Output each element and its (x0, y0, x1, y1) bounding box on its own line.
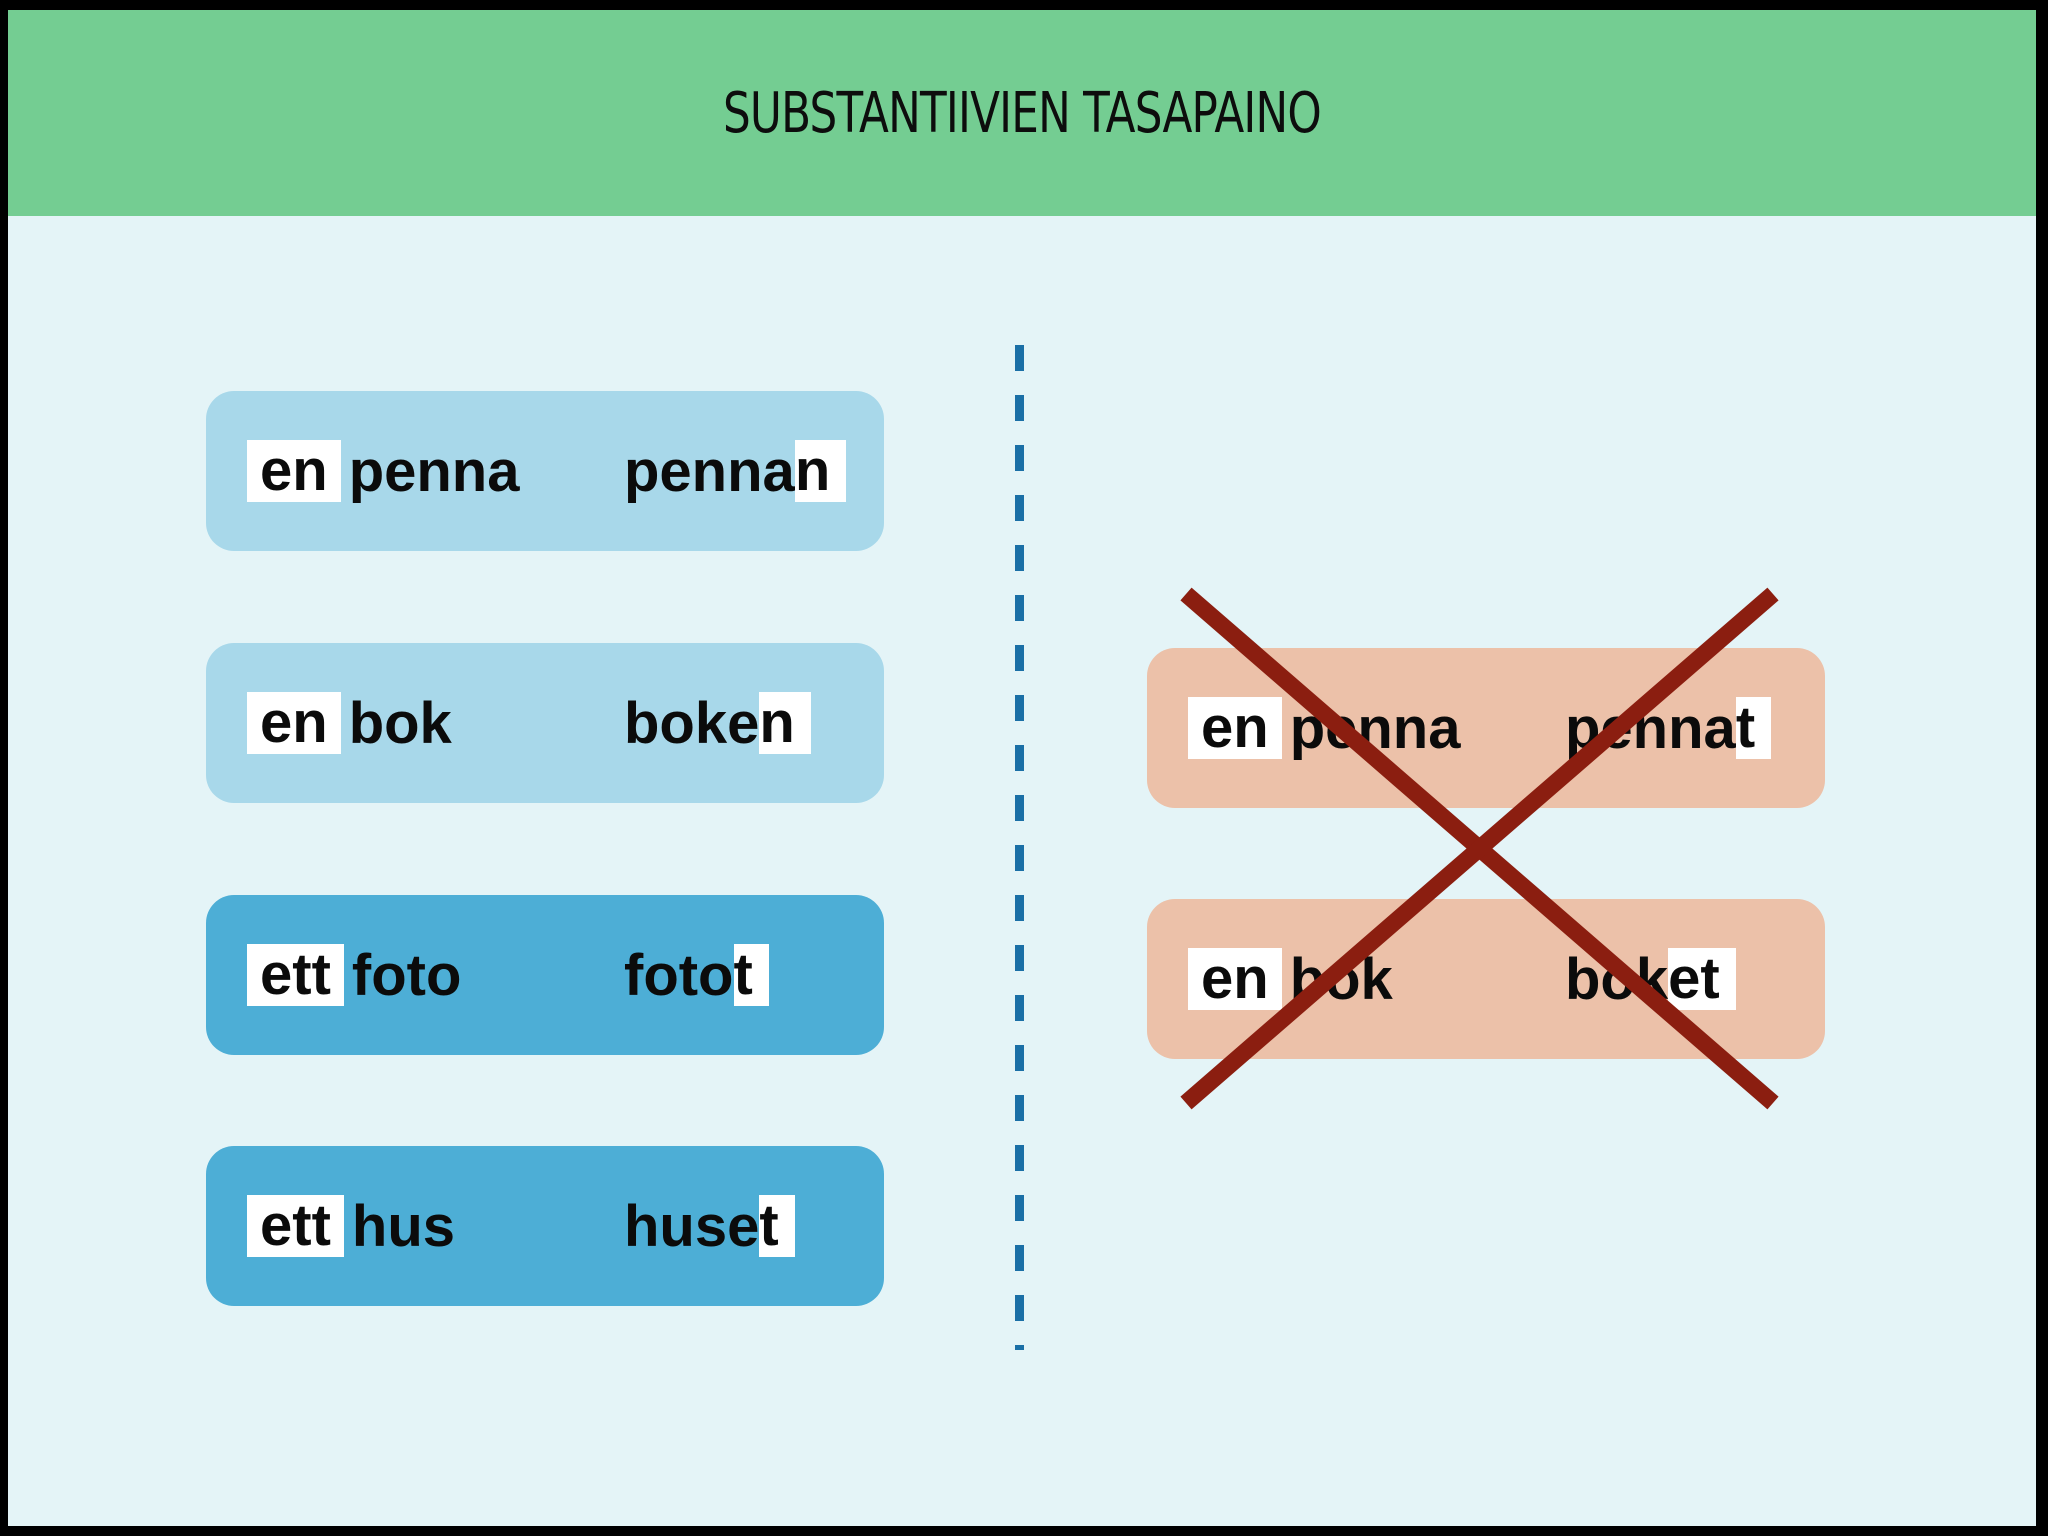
definite-stem: huse (624, 1193, 760, 1259)
noun: penna (348, 438, 520, 504)
article-highlight: en (1188, 948, 1282, 1010)
suffix-highlight: et (1668, 948, 1736, 1010)
header-bar: SUBSTANTIIVIEN TASAPAINO (8, 10, 2036, 216)
definite-stem: penna (1565, 695, 1736, 761)
noun: hus (351, 1193, 456, 1259)
suffix-highlight: t (733, 944, 769, 1006)
article-highlight: en (1188, 697, 1282, 759)
article-highlight: en (247, 692, 341, 754)
definite-stem: boke (624, 690, 760, 756)
noun: bok (348, 690, 452, 756)
suffix-highlight: n (794, 440, 847, 502)
noun: bok (1289, 946, 1393, 1012)
suffix-highlight: t (759, 1195, 795, 1257)
noun: foto (351, 942, 462, 1008)
article-highlight: ett (247, 944, 344, 1006)
article-highlight: ett (247, 1195, 344, 1257)
suffix-highlight: t (1735, 697, 1772, 759)
dashed-divider (1015, 345, 1024, 1350)
noun: penna (1289, 695, 1461, 761)
page-title: SUBSTANTIIVIEN TASAPAINO (722, 80, 1322, 146)
definite-stem: bok (1565, 946, 1669, 1012)
suffix-highlight: n (759, 692, 811, 754)
definite-stem: foto (624, 942, 734, 1008)
article-highlight: en (247, 440, 341, 502)
definite-stem: penna (624, 438, 795, 504)
